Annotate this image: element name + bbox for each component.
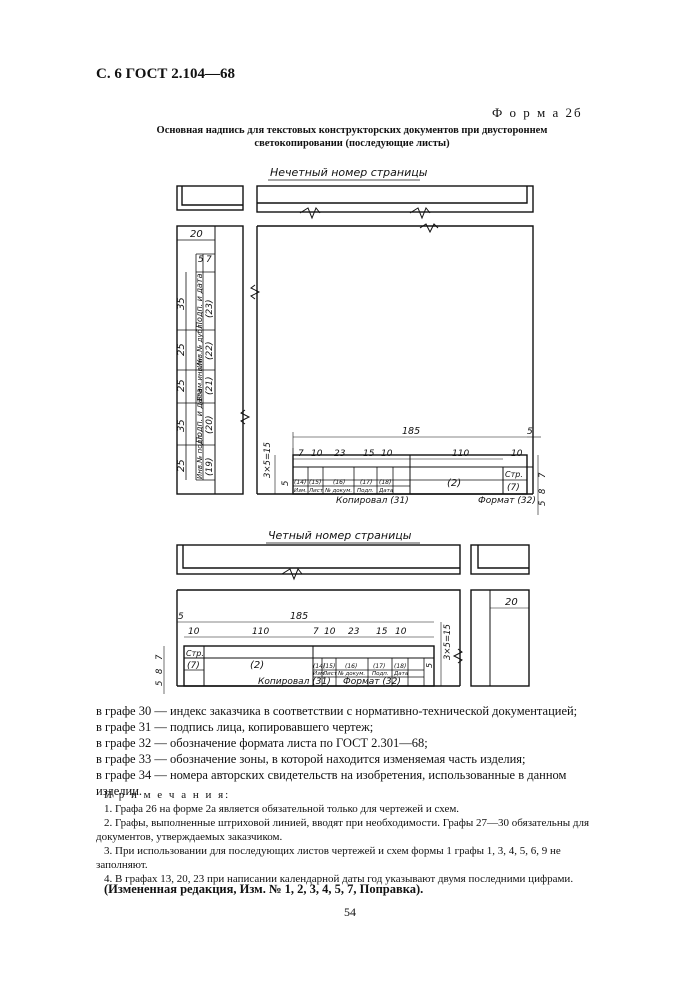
definition-30: в графе 30 — индекс заказчика в соответс… [96, 704, 578, 718]
drawing-label: Стр. [505, 470, 523, 479]
drawing-label: 5 [538, 501, 548, 506]
drawing-label: 7 [206, 255, 212, 265]
drawing-label: 7 [298, 449, 304, 459]
drawing-label: Инв.№ подл. [196, 433, 204, 479]
note-1: 1. Графа 26 на форме 2а является обязате… [104, 803, 460, 815]
drawing-label: № докум. [324, 488, 352, 494]
drawing-label: 10 [511, 449, 523, 459]
note-3: 3. При использовании для последующих лис… [96, 845, 561, 871]
drawing-label: Копировал (31) [258, 677, 331, 687]
drawing-label: 15 [363, 449, 375, 459]
drawing-label: 110 [252, 627, 269, 637]
drawing-label: Дата [393, 671, 409, 677]
drawing-label: Взам.инв.№ [196, 358, 204, 401]
definition-34: в графе 34 — номера авторских свидетельс… [96, 768, 567, 798]
drawing-label: Подп. и дата [195, 273, 204, 328]
drawing-label: 10 [395, 627, 407, 637]
drawing-label: 20 [505, 597, 518, 608]
drawing-label: 25 [176, 343, 187, 356]
drawing-label: Подп. [372, 671, 389, 677]
definition-33: в графе 33 — обозначение зоны, в которой… [96, 752, 526, 766]
drawing-label: (16) [333, 479, 345, 486]
changed-edition-note: (Измененная редакция, Изм. № 1, 2, 3, 4,… [104, 882, 424, 896]
drawing-label: (17) [373, 663, 385, 670]
drawing-label: Лист [308, 488, 324, 494]
drawing-label: 15 [376, 627, 388, 637]
form-label: Ф о р м а 2б [492, 105, 583, 120]
drawing-label: 5 [425, 663, 434, 668]
drawing-label: 5 [281, 481, 291, 486]
drawing-label: 10 [311, 449, 323, 459]
drawing-label: (15) [309, 479, 321, 486]
drawing-label: Дата [378, 488, 394, 494]
drawing-label: (2) [250, 660, 264, 671]
drawing-label: (16) [345, 663, 357, 670]
drawing-label: 8 [155, 668, 165, 674]
drawing-label: (18) [379, 479, 391, 486]
drawing-label: 7 [313, 627, 319, 637]
drawing-label: 10 [381, 449, 393, 459]
drawing-label: Стр. [186, 649, 204, 658]
drawing-label: 23 [348, 627, 360, 637]
drawing-label: (22) [205, 342, 215, 360]
drawing-label: (18) [394, 663, 406, 670]
drawing-label: 10 [188, 627, 200, 637]
drawing-label: (7) [507, 483, 520, 493]
drawing-label: 3×5=15 [263, 442, 273, 478]
drawing-label: Лист [322, 671, 338, 677]
drawing-label: 3×5=15 [443, 624, 453, 660]
drawing-label: 5 [527, 427, 533, 437]
drawing-label: Формат (32) [478, 496, 536, 506]
drawing-label: Подп. и дата [195, 388, 204, 443]
drawing-label: 25 [176, 459, 187, 472]
odd-page-label: Нечетный номер страницы [270, 166, 428, 179]
drawing-label: Формат (32) [343, 677, 401, 687]
drawing-label: (15) [323, 663, 335, 670]
drawing-label: 7 [538, 472, 548, 478]
graph-definitions: в графе 30 — индекс заказчика в соответс… [96, 703, 608, 799]
drawing-label: (17) [360, 479, 372, 486]
drawing-label: 35 [176, 419, 187, 432]
notes-section: П р и м е ч а н и я: 1. Графа 26 на форм… [96, 788, 608, 886]
drawing-label: Подп. [357, 488, 374, 494]
drawing-label: 8 [538, 488, 548, 494]
drawing-label: 5 [198, 255, 204, 265]
even-page-label: Четный номер страницы [268, 529, 412, 542]
drawing-label: Инв.№ дубл. [196, 322, 204, 368]
drawing-label: (20) [205, 416, 215, 434]
drawing-label: (19) [205, 458, 215, 476]
notes-title: П р и м е ч а н и я: [104, 789, 231, 801]
drawing-label: 110 [452, 449, 469, 459]
drawing-label: (23) [205, 300, 215, 318]
drawing-label: Копировал (31) [336, 496, 409, 506]
drawing-label: 23 [334, 449, 346, 459]
document-header: С. 6 ГОСТ 2.104—68 [96, 66, 235, 82]
definition-32: в графе 32 — обозначение формата листа п… [96, 736, 428, 750]
note-4: 4. В графах 13, 20, 23 при написании кал… [104, 873, 574, 885]
figure-caption: Основная надпись для текстовых конструкт… [156, 125, 548, 149]
drawing-label: (14) [294, 479, 306, 486]
drawing-label: Изм. [294, 488, 307, 494]
drawing-label: (14) [313, 663, 325, 670]
drawing-label: (21) [205, 377, 215, 395]
page-number: 54 [344, 905, 356, 919]
drawing-label: 25 [176, 379, 187, 392]
drawing-label: 7 [155, 654, 165, 660]
drawing-label: (7) [187, 661, 200, 671]
drawing-label: 185 [402, 426, 420, 437]
drawing-label: (2) [447, 478, 461, 489]
drawing-label: 185 [290, 611, 308, 622]
definition-31: в графе 31 — подпись лица, копировавшего… [96, 720, 374, 734]
drawing-label: 20 [190, 229, 203, 240]
drawing-label: 35 [176, 297, 187, 310]
drawing-label: 5 [178, 612, 184, 622]
title-block-diagram: Нечетный номер страницы 20 5 7 35 25 25 … [155, 166, 548, 694]
drawing-label: Изм. [313, 671, 326, 677]
drawing-label: 5 [155, 681, 165, 686]
drawing-label: № докум. [337, 671, 365, 677]
note-2: 2. Графы, выполненные штриховой линией, … [96, 817, 589, 843]
drawing-label: 10 [324, 627, 336, 637]
